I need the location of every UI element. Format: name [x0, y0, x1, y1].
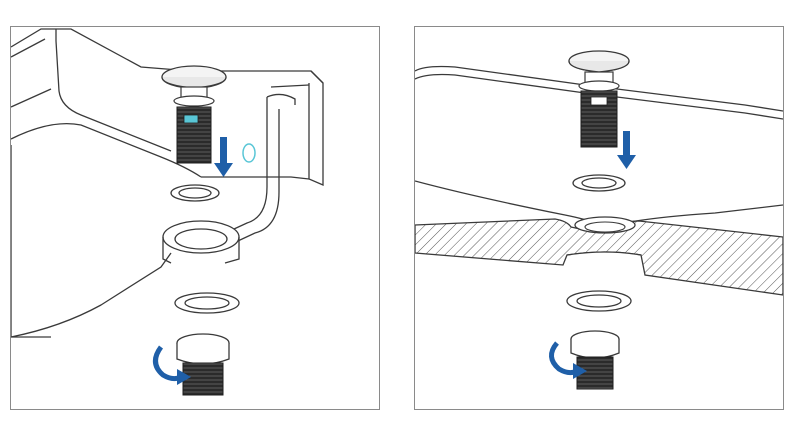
basin-outline [11, 28, 324, 338]
down-arrow-icon [617, 131, 636, 169]
down-arrow-icon [214, 137, 233, 177]
panel-without-overflow [414, 26, 784, 410]
upper-gasket [572, 174, 626, 192]
drain-hole [162, 220, 240, 264]
bottom-nut [570, 330, 620, 390]
pop-up-plug [161, 65, 227, 164]
rotate-arrow-icon [153, 345, 191, 385]
basin-cross-section [415, 216, 783, 296]
bottom-nut [176, 333, 230, 396]
lower-gasket [566, 290, 632, 312]
diagram-with-overflow [11, 28, 324, 396]
lower-gasket [174, 292, 240, 314]
upper-gasket [170, 184, 220, 202]
overflow-channel [220, 93, 296, 248]
panel-with-overflow [10, 26, 380, 410]
rotate-arrow-icon [549, 341, 587, 379]
pop-up-plug [568, 50, 630, 148]
diagram-without-overflow [415, 50, 783, 390]
